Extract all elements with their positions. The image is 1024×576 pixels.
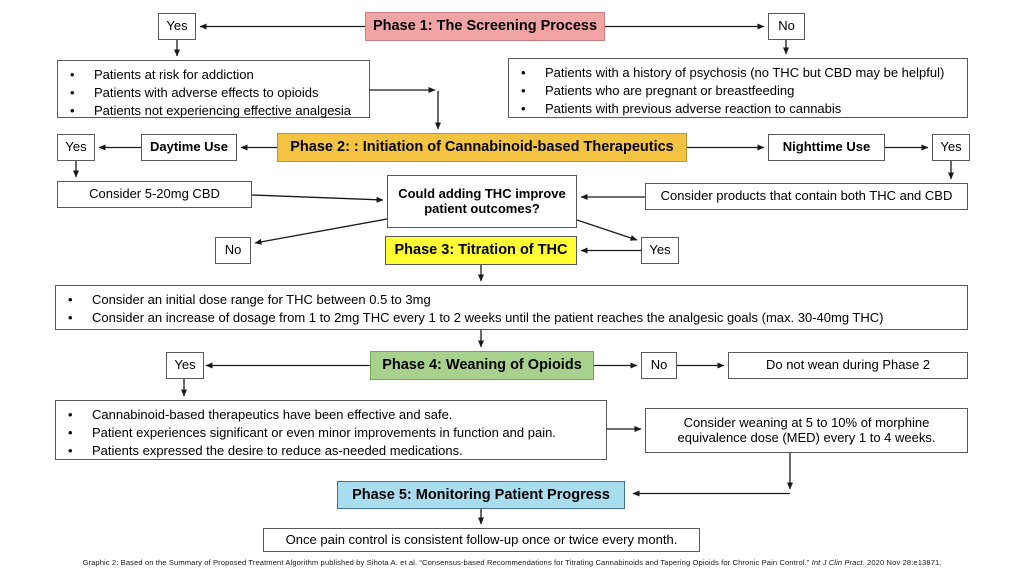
phase5-node: Phase 5: Monitoring Patient Progress xyxy=(337,481,625,509)
caption-journal: Int J Clin Pract. xyxy=(811,558,865,567)
daytime-yes-node: Yes xyxy=(57,134,95,161)
consider-weaning-node: Consider weaning at 5 to 10% of morphine… xyxy=(645,408,968,453)
phase4-node: Phase 4: Weaning of Opioids xyxy=(370,351,594,380)
criteria-item: Patients who are pregnant or breastfeedi… xyxy=(509,82,944,100)
caption-text: Graphic 2: Based on the Summary of Propo… xyxy=(82,558,812,567)
criteria-item: Patients with previous adverse reaction … xyxy=(509,100,944,118)
source-caption: Graphic 2: Based on the Summary of Propo… xyxy=(0,558,1024,567)
criteria-item: Patients at risk for addiction xyxy=(58,66,351,84)
guidance-item: Consider an initial dose range for THC b… xyxy=(56,291,883,309)
follow-up-node: Once pain control is consistent follow-u… xyxy=(263,528,700,552)
phase1-node: Phase 1: The Screening Process xyxy=(365,12,605,41)
weaning-criteria-box: Cannabinoid-based therapeutics have been… xyxy=(55,400,607,460)
nighttime-use-node: Nighttime Use xyxy=(768,134,885,161)
titration-guidance-box: Consider an initial dose range for THC b… xyxy=(55,285,968,330)
phase2-node: Phase 2: : Initiation of Cannabinoid-bas… xyxy=(277,133,687,162)
guidance-item: Consider an increase of dosage from 1 to… xyxy=(56,309,883,327)
weaning-yes-node: Yes xyxy=(166,352,204,379)
screening-no-node: No xyxy=(768,13,805,40)
criteria-item: Patients not experiencing effective anal… xyxy=(58,102,351,120)
do-not-wean-node: Do not wean during Phase 2 xyxy=(728,352,968,379)
phase3-node: Phase 3: Titration of THC xyxy=(385,236,577,265)
criteria-item: Patients with adverse effects to opioids xyxy=(58,84,351,102)
screening-no-criteria-box: Patients with a history of psychosis (no… xyxy=(508,58,968,118)
criteria-item: Patients expressed the desire to reduce … xyxy=(56,442,556,460)
nighttime-yes-node: Yes xyxy=(932,134,970,161)
daytime-use-node: Daytime Use xyxy=(141,134,237,161)
could-thc-question-node: Could adding THC improve patient outcome… xyxy=(387,175,577,228)
screening-yes-criteria-box: Patients at risk for addiction Patients … xyxy=(57,60,370,120)
caption-date: 2020 Nov 28:e13871. xyxy=(864,558,942,567)
screening-yes-node: Yes xyxy=(158,13,196,40)
titration-no-node: No xyxy=(215,237,251,264)
consider-cbd-node: Consider 5-20mg CBD xyxy=(57,181,252,208)
titration-yes-node: Yes xyxy=(641,237,679,264)
weaning-no-node: No xyxy=(641,352,677,379)
criteria-item: Patient experiences significant or even … xyxy=(56,424,556,442)
criteria-item: Patients with a history of psychosis (no… xyxy=(509,64,944,82)
criteria-item: Cannabinoid-based therapeutics have been… xyxy=(56,406,556,424)
consider-thc-cbd-node: Consider products that contain both THC … xyxy=(645,183,968,210)
